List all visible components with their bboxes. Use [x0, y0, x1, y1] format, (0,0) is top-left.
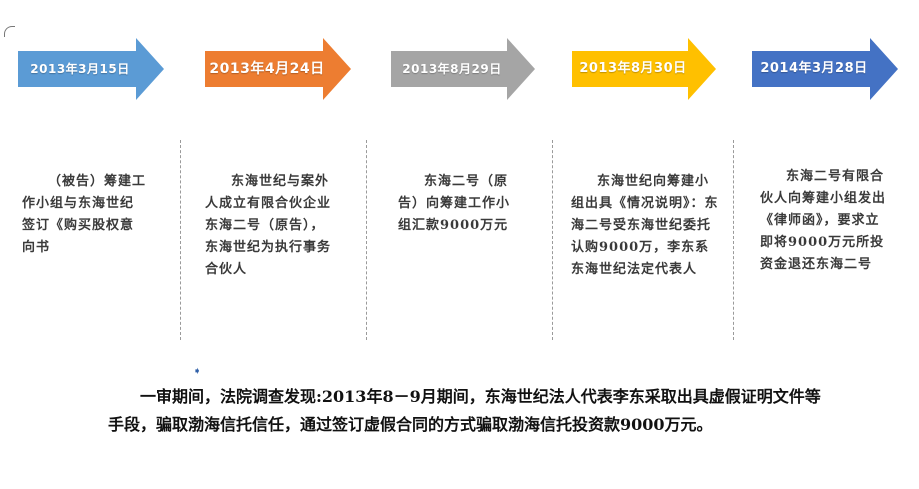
corner-mark: [4, 26, 15, 37]
arrow-shape-2: [205, 38, 351, 100]
date-arrow-2: 2013年4月24日: [205, 38, 351, 100]
arrow-shape-1: [18, 38, 164, 100]
date-arrow-3: 2013年8月29日: [391, 38, 535, 100]
event-text-3: 东海二号（原告）向筹建工作小组汇款9000万元: [398, 174, 511, 233]
date-arrow-4: 2013年8月30日: [572, 38, 716, 100]
date-label-1: 2013年3月15日: [30, 62, 130, 76]
divider-1: [180, 140, 181, 340]
date-arrow-5: 2014年3月28日: [752, 38, 898, 100]
event-text-2: 东海世纪与案外人成立有限合伙企业东海二号（原告），东海世纪为执行事务合伙人: [205, 174, 332, 277]
date-label-4: 2013年8月30日: [579, 61, 687, 76]
divider-3: [552, 140, 553, 340]
arrow-shape-5: [752, 38, 898, 100]
event-text-4: 东海世纪向筹建小组出具《情况说明》：东海二号受东海世纪委托认购9000万，李东系…: [571, 174, 719, 277]
date-label-2: 2013年4月24日: [209, 61, 325, 77]
arrow-shape-3: [391, 38, 535, 100]
divider-2: [366, 140, 367, 340]
event-text-5: 东海二号有限合伙人向筹建小组发出《律师函》，要求立即将9000万元所投资金退还东…: [760, 169, 887, 272]
divider-4: [733, 140, 734, 340]
date-arrow-1: 2013年3月15日: [18, 38, 164, 100]
bullet-icon: ➧: [193, 366, 202, 377]
date-label-5: 2014年3月28日: [760, 61, 868, 76]
arrow-shape-4: [572, 38, 716, 100]
event-text-1: （被告）筹建工作小组与东海世纪签订《购买股权意向书: [22, 174, 147, 255]
date-label-3: 2013年8月29日: [402, 62, 502, 76]
summary-paragraph: 一审期间，法院调查发现:2013年8－9月期间，东海世纪法人代表李东采取出具虚假…: [108, 387, 821, 434]
